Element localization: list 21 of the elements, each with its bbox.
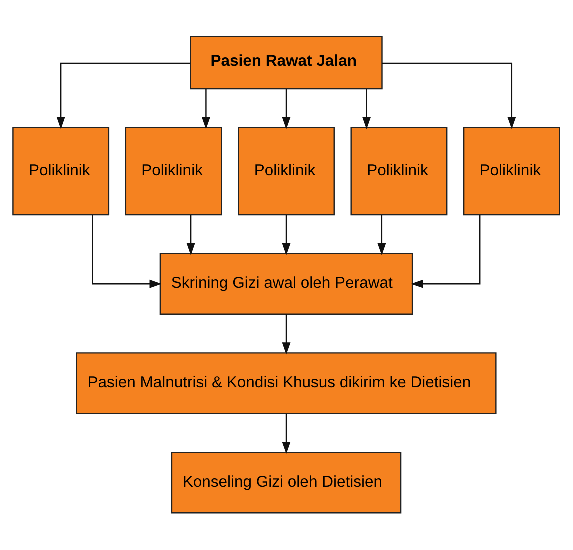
arrow	[282, 215, 291, 256]
arrow	[282, 414, 291, 454]
node-box: Pasien Rawat Jalan	[190, 36, 383, 90]
node-box: Poliklinik	[463, 127, 560, 216]
arrow	[202, 89, 210, 130]
node-box: Pasien Malnutrisi & Kondisi Khusus dikirim ke Dietisien	[76, 352, 497, 414]
node-box: Poliklinik	[238, 127, 335, 216]
arrow	[282, 314, 291, 355]
node-box: Poliklinik	[12, 127, 110, 216]
arrow	[92, 215, 162, 288]
arrow	[362, 89, 372, 130]
node-box: Konseling Gizi oleh Dietisien	[171, 452, 402, 514]
node-box: Poliklinik	[350, 127, 448, 216]
arrow	[56, 62, 191, 130]
node-box: Skrining Gizi awal oleh Perawat	[160, 253, 414, 315]
node-box: Poliklinik	[125, 127, 222, 216]
arrow	[282, 89, 291, 130]
arrow	[411, 215, 481, 288]
arrow	[186, 215, 196, 256]
arrow	[382, 62, 516, 130]
arrow	[378, 215, 386, 256]
